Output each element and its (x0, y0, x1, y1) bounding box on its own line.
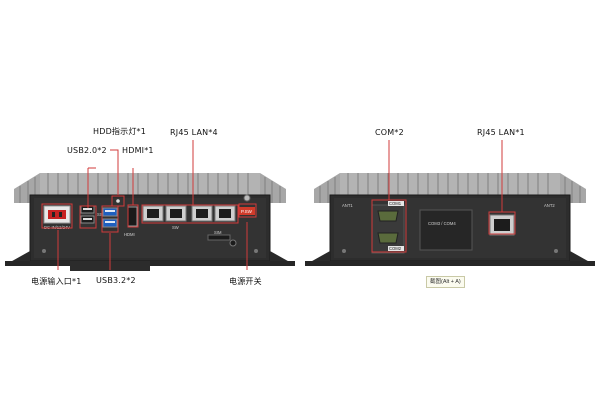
rj45-rear-port (489, 214, 515, 236)
callout-power-input: 电源输入口*1 (31, 277, 82, 286)
rj45-front-ports: SW (142, 205, 236, 230)
callout-rj45-rear: RJ45 LAN*1 (477, 128, 525, 137)
callout-power-switch: 电源开关 (229, 277, 262, 286)
com-ports: COM1 COM2 (371, 201, 405, 254)
com2-label: COM2 (389, 246, 402, 251)
ant2-label: ANT2 (544, 203, 555, 208)
com34-label: COM3 / COM4 (428, 221, 456, 226)
ss-usb-label: SS (97, 212, 103, 217)
callout-usb32: USB3.2*2 (96, 276, 136, 285)
audio-jack (229, 239, 237, 247)
callout-hdd-led: HDD指示灯*1 (93, 127, 147, 136)
callout-hdmi: HDMI*1 (122, 146, 154, 155)
usb32-ports: SS (97, 207, 118, 228)
hdd-led (116, 199, 120, 203)
com1-label: COM1 (389, 201, 402, 206)
usb20-ports (80, 205, 95, 224)
front-panel-device: DC-IN/12/24V SS HDMI SW SIM P.SW (5, 173, 295, 271)
callout-rj45-front: RJ45 LAN*4 (170, 128, 218, 137)
ant1-label: ANT1 (342, 203, 353, 208)
power-switch: P.SW (239, 194, 255, 215)
power-switch-tag: P.SW (241, 209, 253, 214)
sim-label: SIM (214, 230, 222, 235)
sim-slot (207, 234, 231, 241)
hdmi-port-label: HDMI (124, 232, 135, 237)
callout-usb20: USB2.0*2 (67, 146, 107, 155)
com34-cover-plate: COM3 / COM4 (419, 209, 473, 251)
rear-panel-device: ANT1 ANT2 COM1 COM2 COM3 / COM4 (305, 173, 595, 266)
ai-badge: 截图(Alt + A) (426, 276, 465, 288)
sw-label: SW (172, 225, 179, 230)
callout-com: COM*2 (375, 128, 404, 137)
